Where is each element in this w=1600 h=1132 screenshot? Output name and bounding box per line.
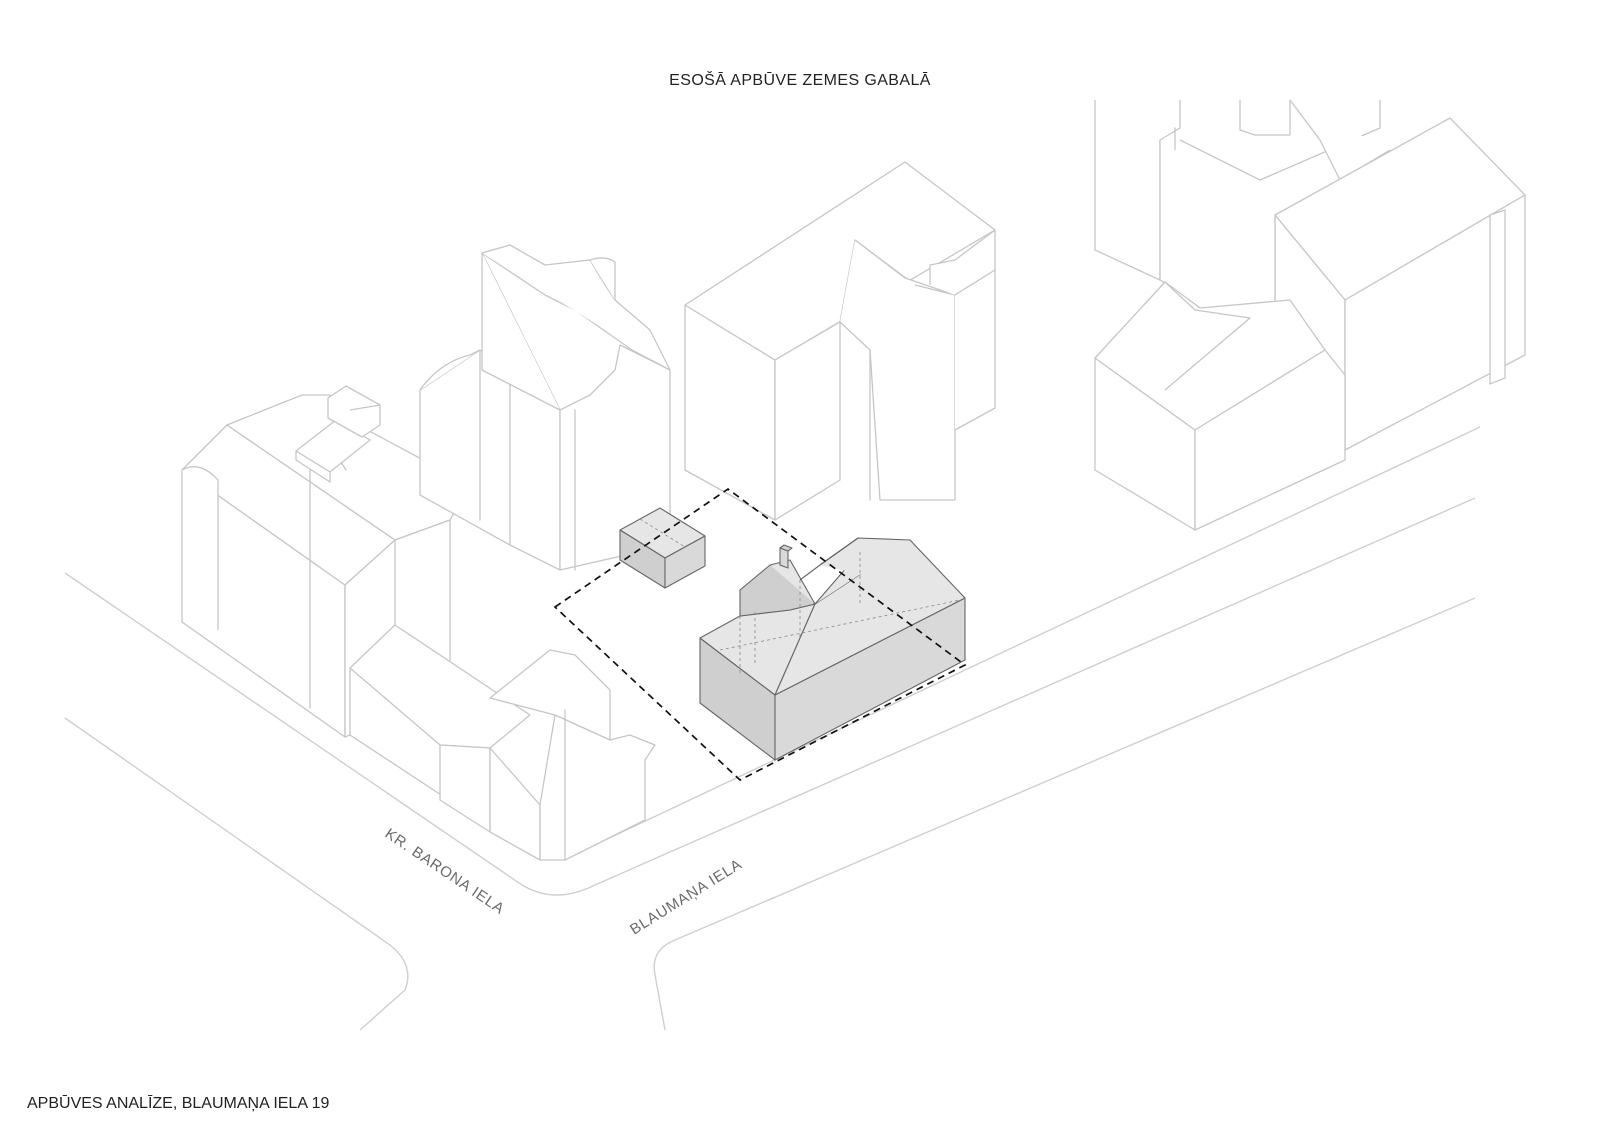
diagram-title: ESOŠĀ APBŪVE ZEMES GABALĀ (669, 72, 931, 89)
street-curbs (64, 426, 1481, 1031)
barona-north-curb (64, 497, 1476, 896)
plot-boundary-dashed (553, 487, 967, 782)
context-building-middle-block (684, 161, 996, 521)
blaumana-west-curb (604, 426, 1481, 841)
blaumana-east-curb (653, 597, 1476, 1031)
context-building-right-block (1094, 99, 1526, 531)
diagram-caption: APBŪVES ANALĪZE, BLAUMAŅA IELA 19 (27, 1095, 330, 1112)
existing-building-outbuilding (619, 507, 706, 589)
barona-south-curb (64, 717, 409, 1031)
existing-building-main-house (699, 537, 966, 761)
street-label-blaumana: BLAUMAŅA IELA (627, 856, 745, 939)
context-building-corner-block (181, 244, 671, 861)
street-label-barona: KR. BARONA IELA (382, 825, 508, 918)
